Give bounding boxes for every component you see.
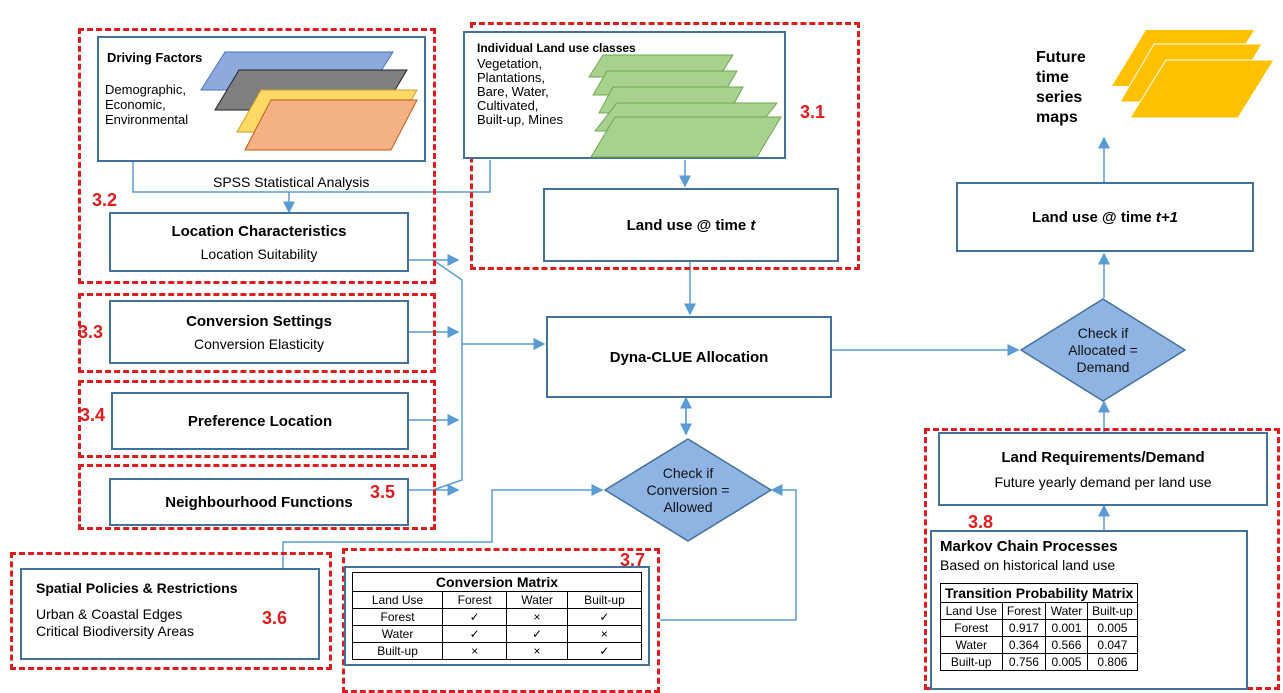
future-maps-label: Future time series maps [1036,49,1086,126]
label-3-5: 3.5 [370,482,396,502]
group-3-2 [78,28,436,284]
markov-sub: Based on historical land use [940,557,1116,573]
conversion-settings-box: Conversion Settings Conversion Elasticit… [109,300,409,364]
label-3-3: 3.3 [78,322,104,342]
land-use-t1-box: Land use @ time t+1 [956,182,1254,252]
spss-label: SPSS Statistical Analysis [213,174,370,190]
spatial-list: Urban & Coastal Edges Critical Biodivers… [36,606,194,639]
label-3-2: 3.2 [92,190,118,210]
location-title: Location Characteristics [171,222,347,240]
land-use-t-label: Land use @ time t [626,216,756,234]
location-characteristics-box: Location Characteristics Location Suitab… [109,212,409,272]
group-3-7 [342,548,660,693]
neighbourhood-label: Neighbourhood Functions [165,493,353,511]
group-3-4 [78,380,436,458]
land-use-classes-title: Individual Land use classes [477,41,636,55]
land-req-title: Land Requirements/Demand [1001,448,1205,466]
future-maps-icon [1112,30,1275,119]
land-use-layers-icon [588,54,782,158]
land-use-t-box: Land use @ time t [543,188,839,262]
land-requirements-box: Land Requirements/Demand Future yearly d… [938,432,1268,506]
group-3-6 [10,552,332,670]
driving-factors-title: Driving Factors [107,50,203,65]
location-sub: Location Suitability [200,245,318,262]
land-use-t1-label: Land use @ time t+1 [1032,208,1178,226]
conversion-matrix-title: Conversion Matrix [352,572,642,592]
spatial-title: Spatial Policies & Restrictions [36,580,238,596]
label-3-1: 3.1 [800,102,826,122]
land-use-classes-list: Vegetation, Plantations, Bare, Water, Cu… [477,56,563,127]
label-3-6: 3.6 [262,608,288,628]
markov-box: Markov Chain Processes Based on historic… [930,530,1248,690]
group-3-3 [78,293,436,373]
driving-factors-box: Driving Factors Demographic, Economic, E… [97,36,426,162]
dyna-clue-label: Dyna-CLUE Allocation [609,348,769,366]
land-req-sub: Future yearly demand per land use [994,473,1212,490]
conversion-title: Conversion Settings [186,312,332,330]
spatial-policies-box: Spatial Policies & Restrictions Urban & … [20,568,320,660]
check-allocated-diamond [1020,298,1186,402]
table-row: Built-up××✓ [351,642,643,660]
driving-layers-icon [200,51,418,151]
preference-label: Preference Location [187,412,333,430]
transition-matrix-title: Transition Probability Matrix [939,583,1139,603]
label-3-4: 3.4 [80,405,106,425]
label-3-7: 3.7 [620,550,646,570]
neighbourhood-box: Neighbourhood Functions [109,478,409,526]
land-use-classes-box: Individual Land use classes Vegetation, … [463,31,786,159]
markov-title: Markov Chain Processes [940,538,1118,555]
preference-location-box: Preference Location [111,392,409,450]
label-3-8: 3.8 [968,512,994,532]
dyna-clue-box: Dyna-CLUE Allocation [546,316,832,398]
check-conversion-diamond [604,438,772,542]
conversion-sub: Conversion Elasticity [194,335,324,352]
driving-factors-list: Demographic, Economic, Environmental [105,82,189,127]
group-3-5 [78,464,436,530]
table-row: Forest✓×✓ [351,608,643,626]
table-row: Water✓✓× [351,625,643,643]
